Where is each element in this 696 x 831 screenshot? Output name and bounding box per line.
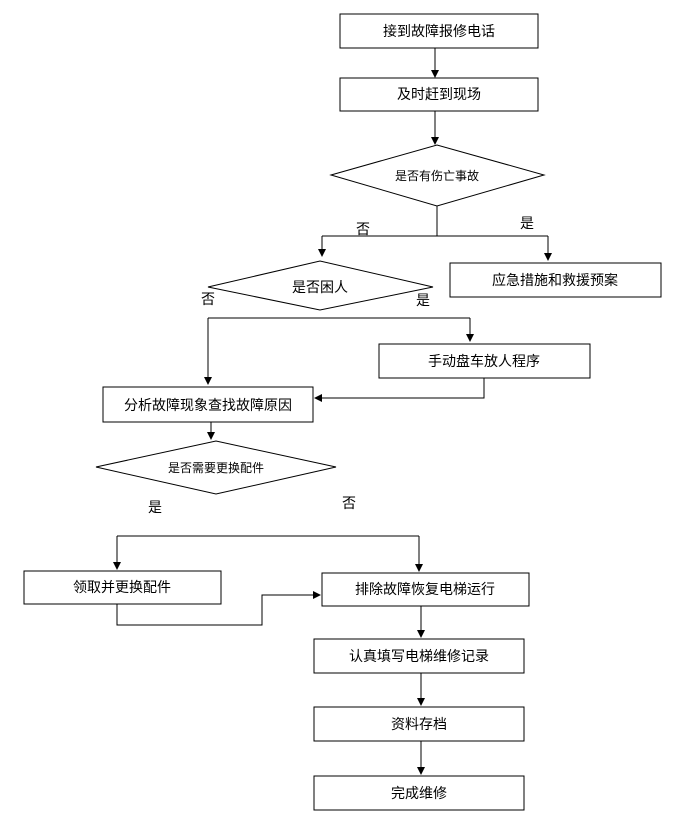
- node-emergency-plan: 应急措施和救援预案: [449, 262, 662, 298]
- edge-labels: 否 是 否 是 是 否: [148, 216, 534, 516]
- decision-parts: 是否需要更换配件: [95, 440, 337, 495]
- label-parts-yes: 是: [148, 500, 162, 516]
- arrow-getparts-to-fix: [116, 591, 321, 626]
- node-complete-label: 完成维修: [391, 786, 447, 802]
- node-emergency-plan-label: 应急措施和救援预案: [492, 272, 618, 289]
- node-archive: 资料存档: [313, 706, 525, 742]
- arrow-release-to-analyze: [314, 378, 485, 402]
- node-complete: 完成维修: [313, 775, 525, 811]
- label-trapped-no: 否: [201, 292, 215, 308]
- connectors: [113, 48, 552, 775]
- node-analyze-fault-label: 分析故障现象查找故障原因: [124, 398, 292, 414]
- decision-casualty-label: 是否有伤亡事故: [395, 168, 479, 183]
- node-get-parts: 领取并更换配件: [23, 570, 222, 605]
- decision-parts-label: 是否需要更换配件: [168, 461, 264, 475]
- node-receive-call-label: 接到故障报修电话: [383, 23, 495, 40]
- node-get-parts-label: 领取并更换配件: [73, 579, 171, 596]
- node-arrive-site: 及时赶到现场: [339, 77, 539, 112]
- node-manual-release: 手动盘车放人程序: [378, 343, 591, 379]
- node-analyze-fault: 分析故障现象查找故障原因: [102, 386, 314, 423]
- label-casualty-yes: 是: [520, 216, 534, 232]
- label-trapped-yes: 是: [416, 293, 430, 309]
- node-fill-record: 认真填写电梯维修记录: [313, 638, 525, 674]
- node-fill-record-label: 认真填写电梯维修记录: [349, 649, 489, 665]
- label-parts-no: 否: [342, 496, 356, 512]
- decision-trapped-label: 是否困人: [292, 280, 348, 296]
- node-fix-restore: 排除故障恢复电梯运行: [321, 572, 530, 607]
- node-archive-label: 资料存档: [391, 717, 447, 733]
- node-manual-release-label: 手动盘车放人程序: [428, 353, 540, 370]
- decision-casualty: 是否有伤亡事故: [329, 144, 546, 207]
- label-casualty-no: 否: [356, 222, 370, 238]
- node-arrive-site-label: 及时赶到现场: [397, 87, 481, 103]
- node-fix-restore-label: 排除故障恢复电梯运行: [355, 581, 495, 598]
- node-receive-call: 接到故障报修电话: [339, 13, 539, 49]
- decision-trapped: 是否困人: [207, 260, 434, 311]
